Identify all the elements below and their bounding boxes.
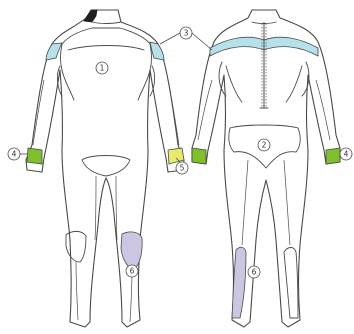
callout-front-body: 1	[96, 62, 108, 74]
wetsuit-back-view	[192, 10, 340, 327]
callout-calf-back: 6	[248, 266, 260, 278]
back-cuff-left	[192, 148, 206, 164]
callout-shoulder-panel: 3	[160, 27, 212, 50]
callout-cuff-front-right-label: 5	[180, 164, 185, 173]
callout-cuff-back: 4	[340, 148, 352, 160]
callout-cuff-back-label: 4	[344, 150, 349, 159]
callout-back-body: 2	[258, 139, 270, 151]
front-cuff-left	[27, 148, 42, 164]
callout-cuff-front-left-label: 4	[12, 150, 17, 159]
callout-shoulder-panel-label: 3	[184, 29, 189, 38]
callout-knee-front-label: 6	[130, 267, 135, 276]
callout-cuff-front-left: 4	[8, 148, 28, 160]
callout-knee-front: 6	[126, 265, 138, 277]
callout-calf-back-label: 6	[252, 268, 257, 277]
wetsuit-front-view	[26, 10, 184, 327]
back-cuff-right	[326, 148, 340, 164]
callout-back-body-label: 2	[262, 141, 267, 150]
callout-front-body-label: 1	[100, 64, 105, 73]
